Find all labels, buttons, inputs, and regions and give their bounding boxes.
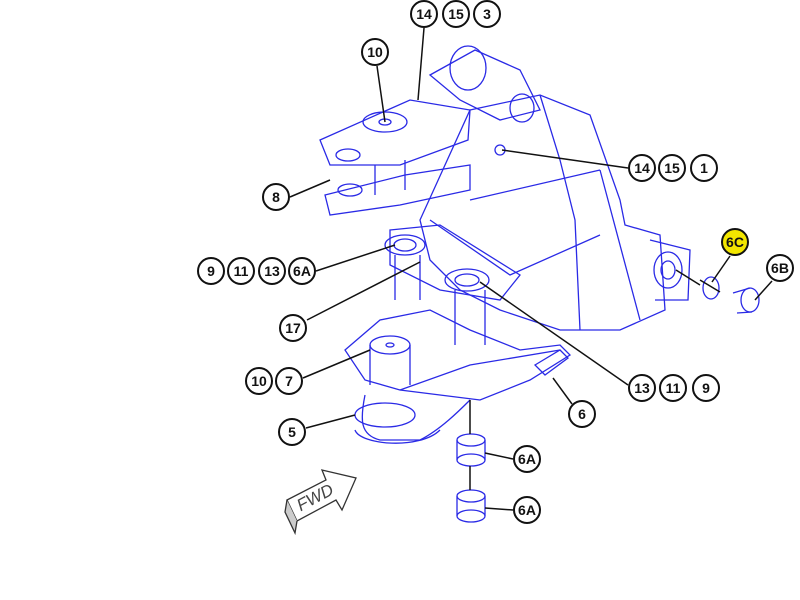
leader-lines [289,27,773,511]
callout-7[interactable]: 7 [275,367,303,395]
callout-5[interactable]: 5 [278,418,306,446]
callout-15[interactable]: 15 [658,154,686,182]
callout-11[interactable]: 11 [659,374,687,402]
callout-6a[interactable]: 6A [513,445,541,473]
callout-3[interactable]: 3 [473,0,501,28]
callout-1[interactable]: 1 [690,154,718,182]
callout-14[interactable]: 14 [628,154,656,182]
callout-10[interactable]: 10 [245,367,273,395]
callout-13[interactable]: 13 [258,257,286,285]
callout-9[interactable]: 9 [692,374,720,402]
callout-6c-highlighted[interactable]: 6C [721,228,749,256]
callout-14[interactable]: 14 [410,0,438,28]
callout-8[interactable]: 8 [262,183,290,211]
callout-10[interactable]: 10 [361,38,389,66]
callout-17[interactable]: 17 [279,314,307,342]
callout-11[interactable]: 11 [227,257,255,285]
callout-6a[interactable]: 6A [513,496,541,524]
callout-6[interactable]: 6 [568,400,596,428]
callout-6a[interactable]: 6A [288,257,316,285]
callout-9[interactable]: 9 [197,257,225,285]
callout-15[interactable]: 15 [442,0,470,28]
assembly-linework [319,45,760,523]
callout-13[interactable]: 13 [628,374,656,402]
forward-arrow-icon [284,469,357,536]
callout-6b[interactable]: 6B [766,254,794,282]
